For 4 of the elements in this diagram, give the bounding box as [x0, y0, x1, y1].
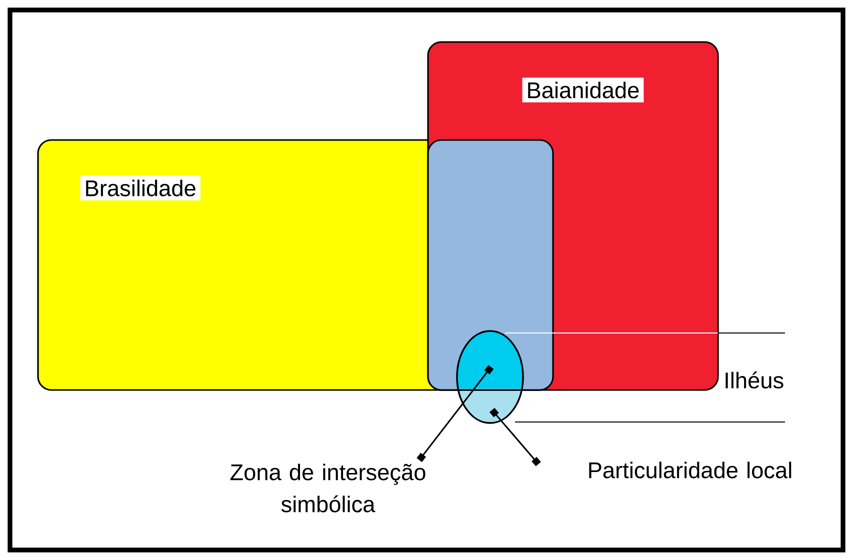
set-box: Baianidade: [427, 41, 719, 391]
ellipse: [456, 330, 524, 424]
callout-label: Particularidade local: [589, 462, 792, 478]
callout-label: Zona de interseção simbólica: [230, 464, 426, 512]
